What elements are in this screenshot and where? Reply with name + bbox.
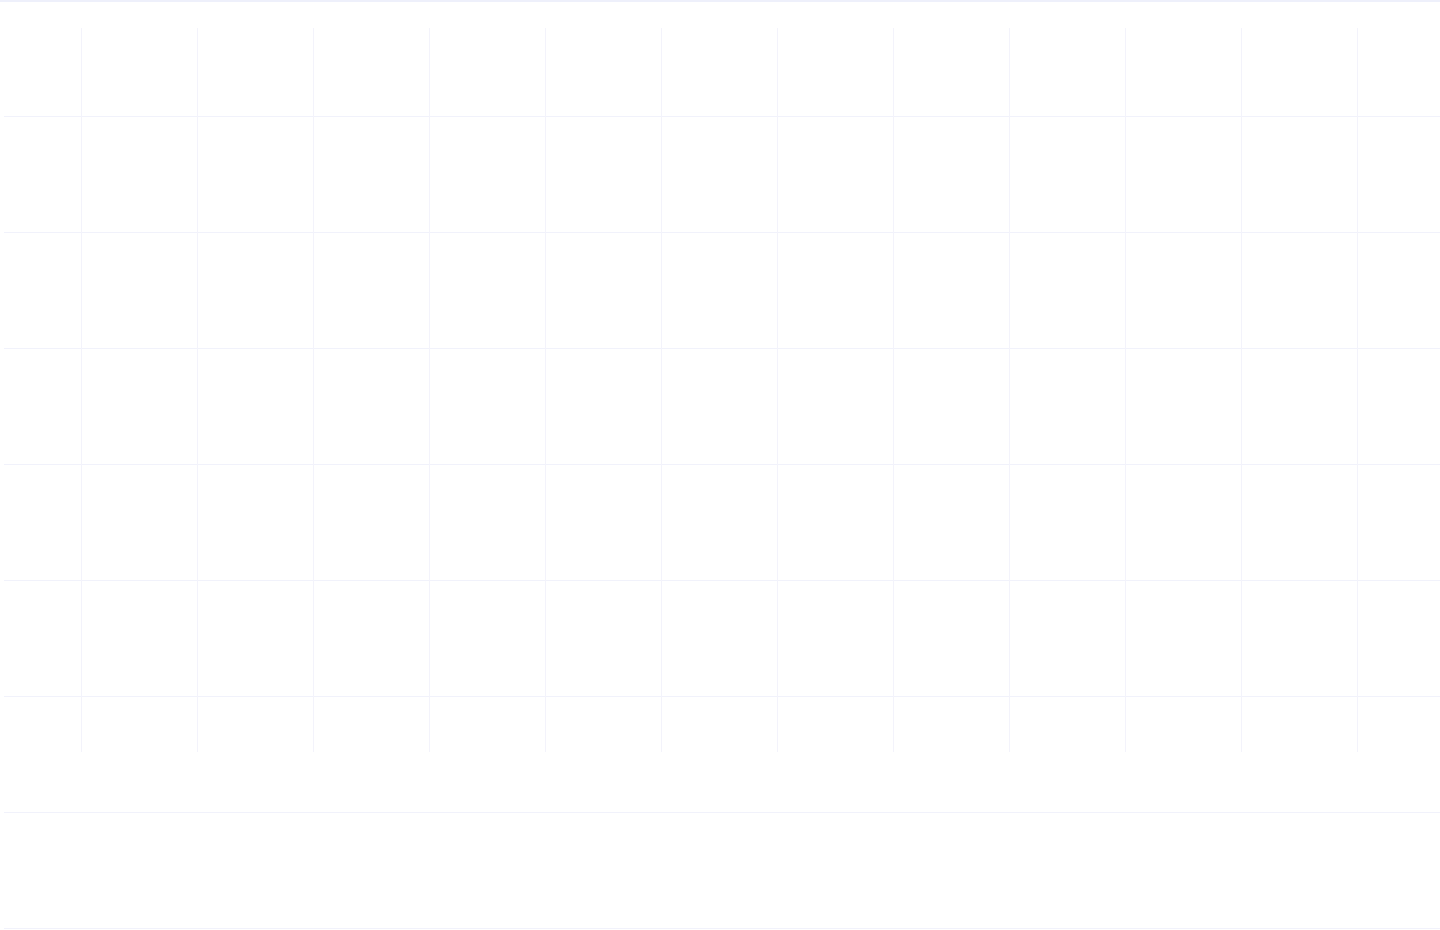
grid-horizontal-line <box>4 812 1440 813</box>
grid-vertical-line <box>197 28 198 752</box>
grid-horizontal-line <box>4 348 1440 349</box>
grid-vertical-line <box>893 28 894 752</box>
grid-vertical-line <box>313 28 314 752</box>
grid-horizontal-line <box>4 464 1440 465</box>
grid-vertical-line <box>81 28 82 752</box>
grid-vertical-line <box>429 28 430 752</box>
grid-vertical-line <box>777 28 778 752</box>
grid-horizontal-line <box>4 232 1440 233</box>
grid-vertical-line <box>1357 28 1358 752</box>
grid-horizontal-line <box>4 580 1440 581</box>
grid-horizontal-line <box>4 116 1440 117</box>
grid-vertical-line <box>1241 28 1242 752</box>
top-border <box>0 0 1440 2</box>
grid-horizontal-line <box>4 928 1440 929</box>
grid-vertical-line <box>1009 28 1010 752</box>
grid-vertical-line <box>545 28 546 752</box>
grid-horizontal-line <box>4 696 1440 697</box>
grid-vertical-line <box>661 28 662 752</box>
grid-vertical-line <box>1125 28 1126 752</box>
